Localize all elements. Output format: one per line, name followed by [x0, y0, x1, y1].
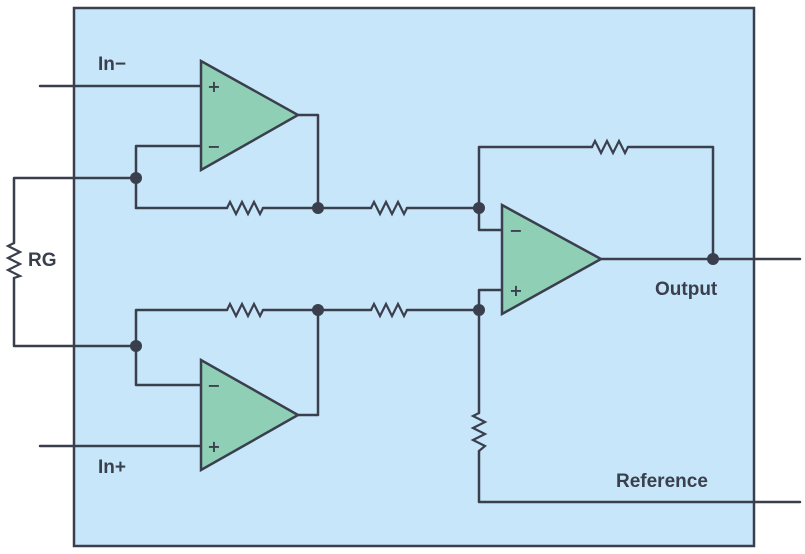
- label-in-plus: In+: [98, 457, 126, 478]
- label-reference: Reference: [616, 471, 708, 492]
- wire-r5-output: [626, 145, 715, 261]
- resistor-rg: [5, 242, 23, 280]
- wire-r6-reference: [477, 449, 802, 504]
- wire-b-r3: [134, 308, 229, 348]
- wire-n2-op2-output: [296, 308, 320, 417]
- resistors: [5, 138, 629, 452]
- resistor-r5: [591, 138, 629, 156]
- wire-c-op3-minus: [477, 206, 504, 232]
- opamp-1-minus-symbol: −: [207, 137, 220, 156]
- label-rg: RG: [28, 250, 57, 271]
- opamp-2-plus-symbol: +: [207, 437, 220, 456]
- label-output: Output: [655, 279, 718, 300]
- label-in-minus: In−: [98, 54, 126, 75]
- junction-nodes: [130, 172, 719, 352]
- opamp-3-minus-symbol: −: [509, 221, 522, 240]
- wires: [12, 84, 802, 504]
- wire-d-op3-plus: [477, 288, 504, 312]
- wire-b-op2-minus: [134, 344, 203, 387]
- wire-op1-minus: [134, 144, 203, 210]
- resistor-r1: [226, 199, 264, 217]
- opamp-1-plus-symbol: +: [207, 77, 220, 96]
- wire-rg-top: [12, 176, 138, 245]
- opamp-3-plus-symbol: +: [509, 281, 522, 300]
- chip-package: [72, 6, 756, 548]
- resistor-r3: [226, 301, 264, 319]
- resistor-r6: [470, 412, 488, 452]
- node-a: [130, 172, 142, 184]
- opamp-1: [199, 58, 301, 173]
- resistor-r2: [370, 199, 408, 217]
- wire-op1-output: [296, 113, 320, 210]
- node-c: [473, 202, 485, 214]
- opamp-2-minus-symbol: −: [207, 376, 220, 395]
- node-n1: [312, 202, 324, 214]
- node-n2: [312, 304, 324, 316]
- opamp-2: [199, 357, 301, 473]
- opamp-3: [500, 202, 604, 317]
- wire-rg-bottom: [12, 276, 138, 348]
- resistor-r4: [370, 301, 408, 319]
- wire-c-r5: [477, 145, 594, 210]
- node-output: [707, 253, 719, 265]
- node-b: [130, 340, 142, 352]
- node-d: [473, 304, 485, 316]
